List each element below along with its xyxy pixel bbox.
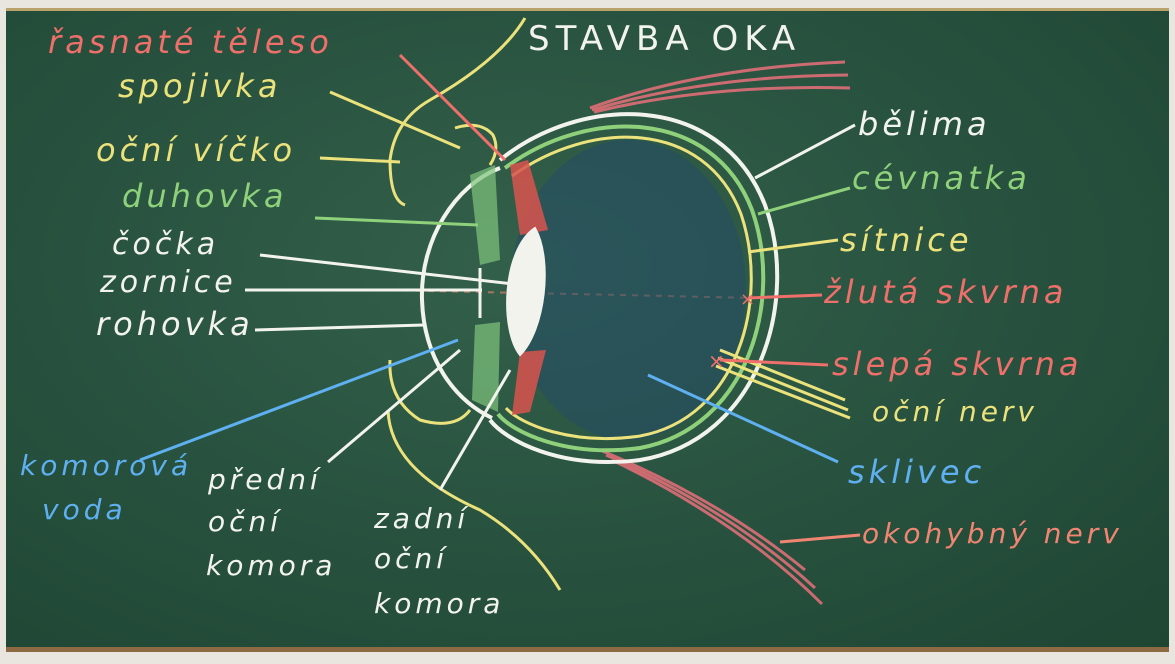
label-cevnatka: cévnatka [852,162,1031,194]
iris-upper [470,165,500,265]
label-duhovka: duhovka [122,180,288,212]
label-sklivec: sklivec [848,456,985,488]
lower-eye-muscle [600,450,822,604]
label-predni-3: komora [206,552,336,580]
label-cocka: čočka [112,230,219,260]
label-belima: bělima [858,108,991,140]
leader-predni-komora [328,350,460,462]
label-sitnice: sítnice [840,224,973,256]
upper-eye-muscle [590,62,850,112]
label-zadni-2: oční [374,545,448,573]
iris-lower [472,322,500,412]
leader-okohybny-nerv [780,535,860,542]
leader-duhovka [315,218,478,225]
leader-cevnatka [758,188,850,214]
label-zornice: zornice [100,268,237,298]
label-spojivka: spojivka [118,70,281,102]
label-komorova-voda-1: komorová [20,452,192,480]
label-komorova-voda-2: voda [42,496,127,524]
label-rohovka: rohovka [96,308,254,340]
leader-rohovka [255,325,424,330]
label-predni-1: přední [208,466,322,494]
label-zadni-3: komora [374,590,504,618]
label-slepa-skvrna: slepá skvrna [832,348,1083,380]
leader-komorova-voda [140,340,458,460]
label-rasnate-teleso: řasnaté těleso [48,26,333,58]
label-zluta-skvrna: žlutá skvrna [824,276,1067,308]
diagram-title: STAVBA OKA [528,22,801,56]
leader-ocni-vicko [320,158,400,162]
leader-belima [755,125,855,178]
label-ocni-vicko: oční víčko [96,134,296,166]
leader-zluta-skvrna [748,295,822,298]
yellow-spot-marker: × [740,289,755,310]
label-predni-2: oční [208,508,282,536]
label-ocni-nerv: oční nerv [872,398,1038,426]
label-zadni-1: zadní [374,505,469,533]
label-okohybny-nerv: okohybný nerv [862,520,1123,548]
